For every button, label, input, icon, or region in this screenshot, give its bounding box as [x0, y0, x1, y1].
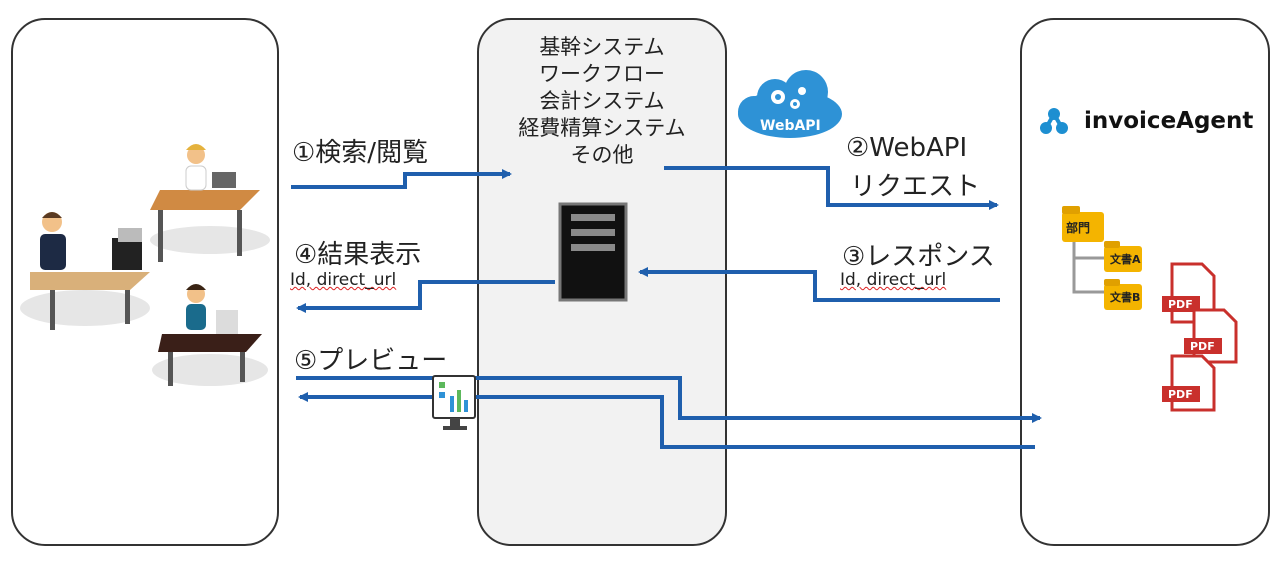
step-webapi-request-label: ②WebAPI [846, 133, 968, 163]
step-result-label: ④結果表示 [294, 240, 422, 270]
system-item: 会計システム [539, 89, 665, 113]
result-arrow [296, 280, 555, 313]
system-item: 基幹システム [539, 35, 665, 59]
pdf-icon [1162, 354, 1216, 412]
folder-icon [1104, 284, 1142, 310]
brand-name: invoiceAgent [1084, 108, 1254, 134]
search-arrow [291, 169, 512, 189]
system-item: ワークフロー [539, 62, 665, 86]
pdf-label: PDF [1168, 388, 1193, 401]
preview-out-arrow [296, 376, 1042, 423]
office-worker-illustration [150, 144, 270, 262]
system-item: その他 [570, 143, 634, 167]
invoiceagent-logo-icon [1040, 108, 1068, 134]
preview-back-arrow [298, 392, 1035, 449]
folder-label-a: 文書A [1110, 253, 1141, 266]
step-response-label: ③レスポンス [842, 242, 995, 272]
pdf-icon [1162, 262, 1216, 324]
folder-tree [1062, 206, 1142, 310]
invoiceagent-logo: invoiceAgent [1040, 108, 1253, 134]
folder-icon [1104, 246, 1142, 272]
system-item: 経費精算システム [518, 116, 686, 140]
folder-icon [1062, 212, 1104, 242]
invoiceagent-panel [1020, 18, 1270, 546]
step-search-label: ①検索/閲覧 [292, 138, 429, 168]
office-worker-illustration [152, 284, 268, 386]
response-params-label: Id, direct_url [840, 270, 947, 290]
system-list: 基幹システム ワークフロー 会計システム 経費精算システム その他 [480, 34, 724, 169]
request-arrow [664, 166, 999, 210]
folder-label-b: 文書B [1110, 291, 1141, 304]
step-preview-label: ⑤プレビュー [294, 346, 448, 376]
step-webapi-request-label-2: リクエスト [850, 172, 981, 202]
cloud-icon [738, 70, 842, 138]
preview-monitor-icon [432, 375, 476, 430]
folder-label-root: 部門 [1066, 221, 1091, 235]
client-panel [11, 18, 279, 546]
pdf-label: PDF [1190, 340, 1215, 353]
cloud-label: WebAPI [760, 118, 821, 134]
result-params-label: Id, direct_url [290, 270, 397, 290]
pdf-icon [1184, 308, 1238, 364]
server-icon [558, 202, 628, 302]
pdf-label: PDF [1168, 298, 1193, 311]
response-arrow [638, 267, 1000, 302]
office-worker-illustration [20, 212, 150, 330]
